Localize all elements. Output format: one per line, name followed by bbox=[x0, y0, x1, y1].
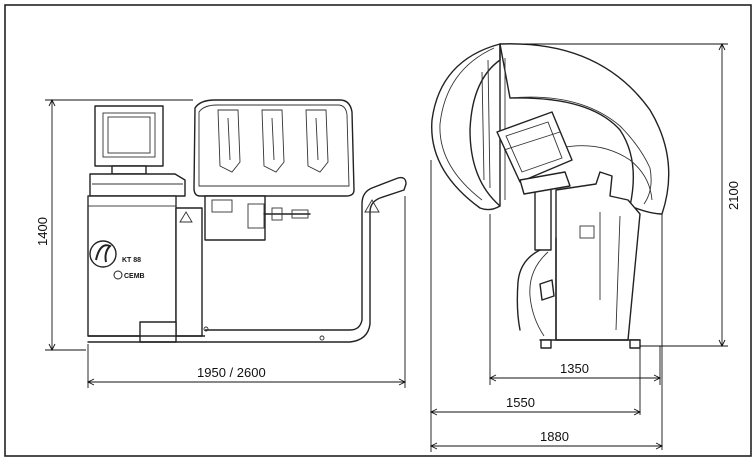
side-monitor bbox=[496, 111, 573, 183]
model-label: KT 88 bbox=[122, 257, 141, 264]
side-foot-right bbox=[629, 339, 641, 349]
wheel-guard-rear bbox=[431, 43, 501, 211]
wheel-guard-front bbox=[193, 99, 355, 197]
brand-logo-emblem bbox=[89, 240, 123, 280]
dimension-front-width: 1950 / 2600 bbox=[197, 365, 266, 380]
side-panel bbox=[175, 207, 203, 337]
dimension-side-depth-2: 1550 bbox=[506, 395, 535, 410]
warning-triangle bbox=[179, 211, 193, 223]
dimension-side-height: 2100 bbox=[726, 181, 741, 210]
side-view-machine bbox=[431, 43, 670, 349]
dimension-side-depth-3: 1880 bbox=[540, 429, 569, 444]
control-shelf bbox=[89, 173, 186, 197]
front-view-machine: KT 88 CEMB bbox=[87, 99, 407, 343]
side-foot-left bbox=[540, 339, 552, 349]
side-cabinet bbox=[555, 171, 641, 341]
warning-triangle-2 bbox=[364, 199, 380, 213]
brand-label: CEMB bbox=[124, 273, 145, 280]
dimension-side-depth-1: 1350 bbox=[560, 361, 589, 376]
wheel-lift-frame bbox=[205, 176, 407, 343]
wheel-guard-side bbox=[499, 43, 670, 215]
dimension-front-height: 1400 bbox=[35, 217, 50, 246]
base-drawer bbox=[139, 321, 177, 343]
front-dimensions: 1400 1950 / 2600 bbox=[35, 98, 407, 388]
side-dimensions: 2100 1350 1550 1880 bbox=[429, 42, 741, 452]
drawing-frame bbox=[4, 4, 752, 457]
